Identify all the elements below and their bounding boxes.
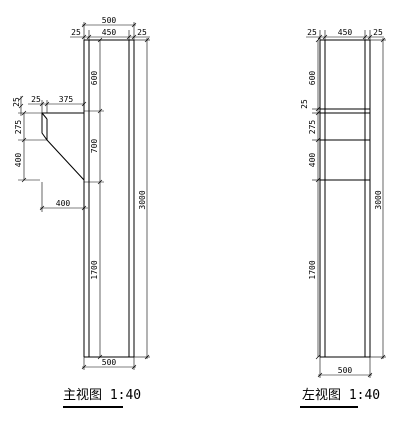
front-bracket-h1-label: 275: [14, 120, 23, 135]
front-bracket-small-label: 25: [12, 97, 21, 107]
front-bracket-offset-label: 25: [31, 95, 41, 104]
side-view-title: 左视图 1:40: [302, 388, 380, 403]
front-bracket-h2-label: 400: [14, 153, 23, 168]
front-top-left-label: 25: [71, 28, 81, 37]
side-bottom-label: 500: [338, 366, 353, 375]
front-bottom-label: 500: [102, 358, 117, 367]
front-top-mid-label: 450: [102, 28, 117, 37]
front-left-vertical-dims: 600 700 1700: [84, 37, 104, 360]
front-bracket-width-label: 375: [59, 95, 74, 104]
front-bottom-dim: 500: [81, 357, 137, 370]
side-top-mid-label: 450: [338, 28, 353, 37]
front-view: 500 25 450 25 500: [12, 16, 150, 408]
side-left-vertical-dims: 600 25 275 400 1700: [300, 37, 321, 360]
front-view-title: 主视图 1:40: [63, 388, 141, 403]
front-top-total-label: 500: [102, 16, 117, 25]
front-top-dim-parts: 25 450 25: [70, 28, 150, 40]
front-top-right-label: 25: [137, 28, 147, 37]
side-seg1-label: 600: [308, 71, 317, 86]
side-top-left-label: 25: [307, 28, 317, 37]
side-seg4-label: 1700: [308, 260, 317, 279]
front-bracket-top-dims: 25 375: [28, 95, 87, 113]
side-top-dims: 25 450 25: [306, 28, 384, 40]
side-seg2-label: 275: [308, 120, 317, 135]
side-view: 25 450 25 500 600 25: [300, 28, 386, 408]
side-seg-small-label: 25: [300, 99, 309, 109]
front-bracket: [41, 112, 85, 181]
front-column-outline: [83, 39, 135, 358]
side-overall-label: 3000: [374, 190, 383, 209]
front-overall-dim: 3000: [134, 37, 150, 360]
front-bracket-left-dims: 275 400: [14, 110, 47, 183]
front-seg3-label: 1700: [90, 260, 99, 279]
front-overall-label: 3000: [138, 190, 147, 209]
front-seg2-label: 700: [90, 139, 99, 154]
front-seg1-label: 600: [90, 71, 99, 86]
side-bottom-dim: 500: [317, 357, 373, 378]
side-seg3-label: 400: [308, 153, 317, 168]
front-bracket-small-dim: 25: [12, 95, 24, 116]
side-overall-dim: 3000: [370, 37, 386, 360]
side-top-right-label: 25: [373, 28, 383, 37]
front-bracket-bottom-dim: 400: [39, 182, 88, 212]
side-column-outline: [319, 39, 371, 358]
front-bracket-bottom-label: 400: [56, 199, 71, 208]
